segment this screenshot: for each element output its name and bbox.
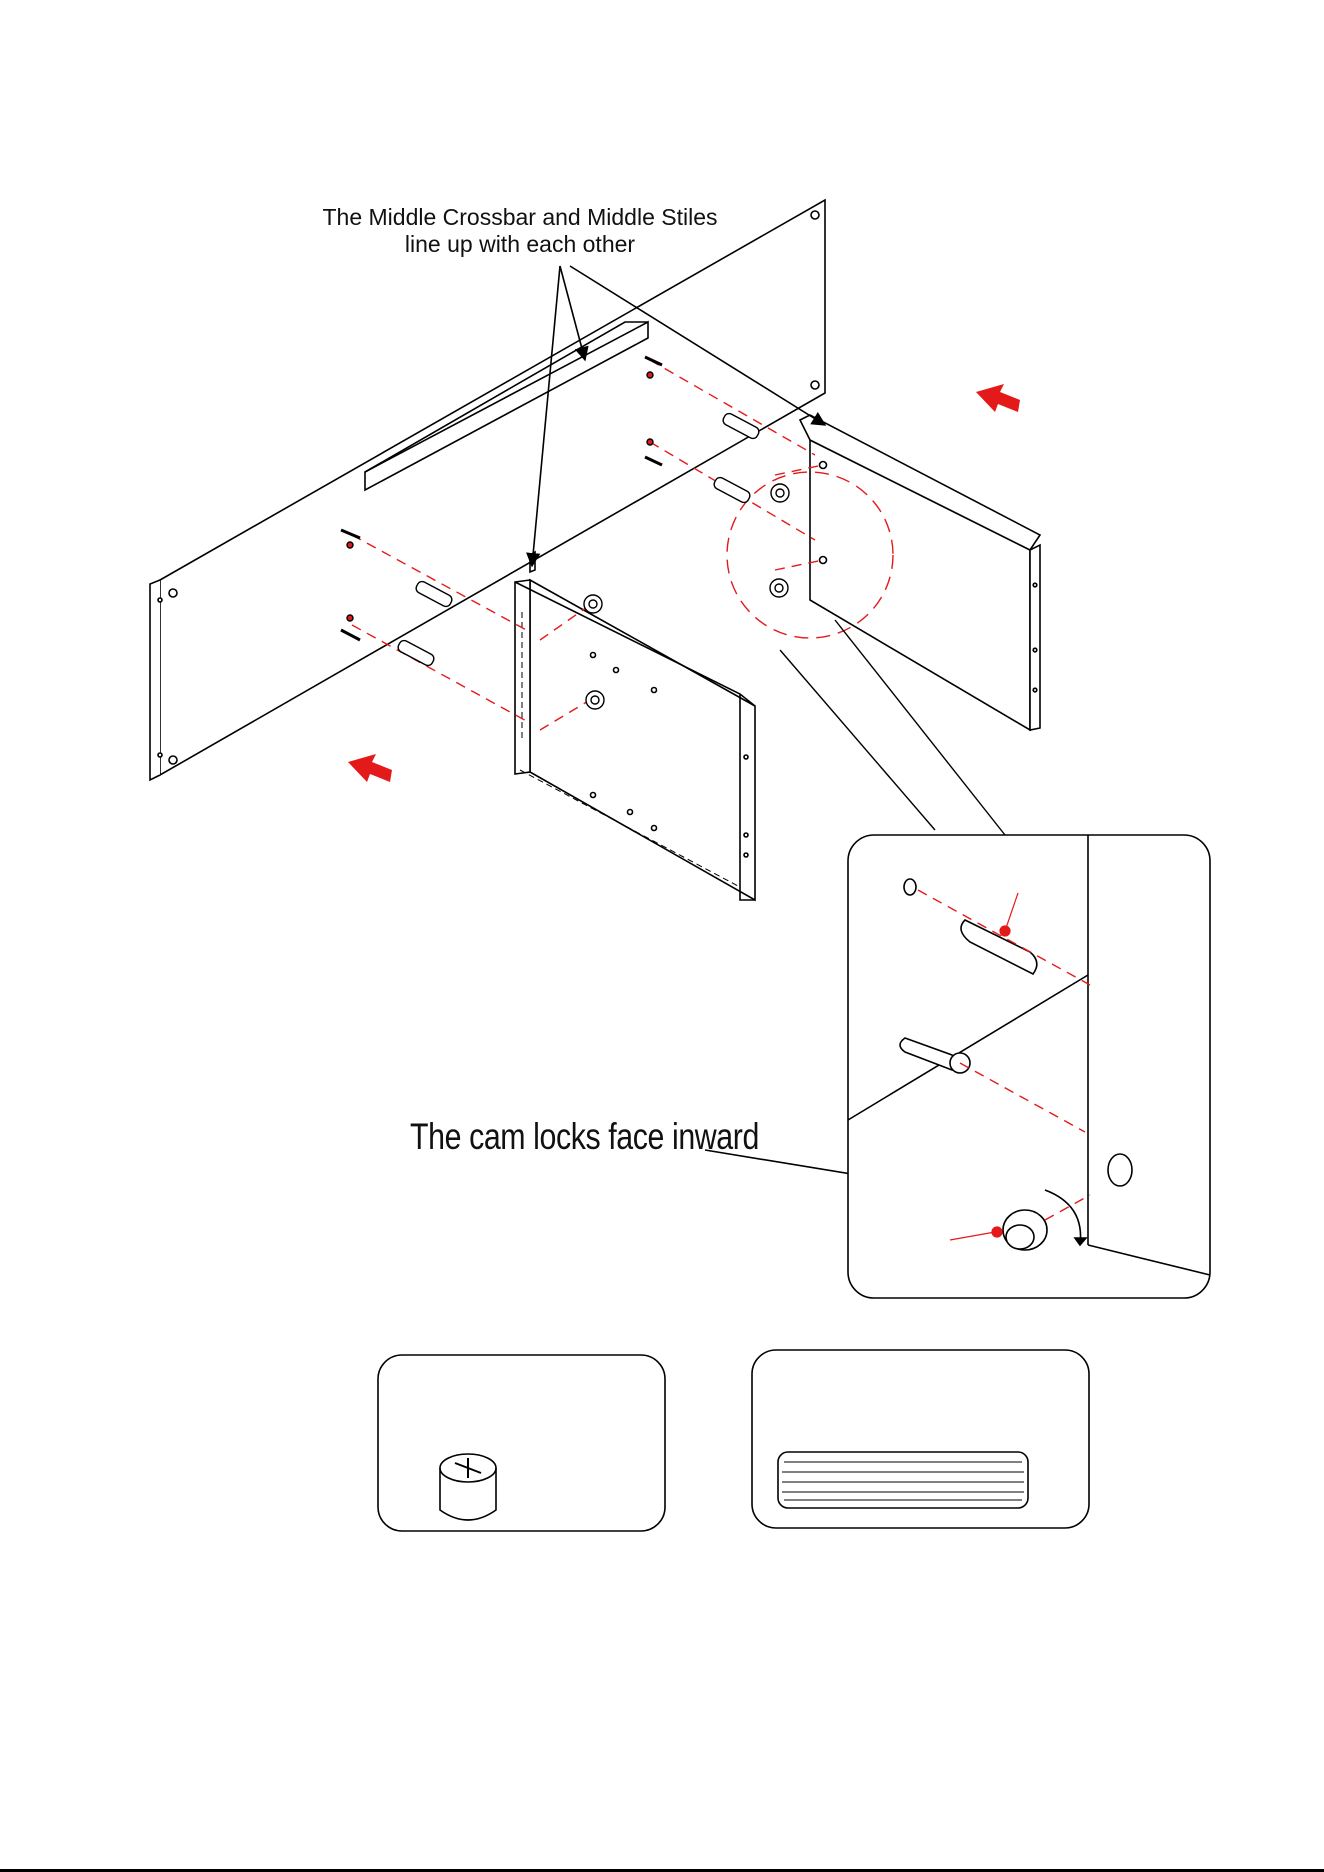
crossbar-annotation: The Middle Crossbar and Middle Stiles li…	[300, 204, 740, 258]
crossbar-annotation-line-2: line up with each other	[300, 231, 740, 258]
middle-stile-left	[515, 552, 755, 900]
crossbar-annotation-line-1: The Middle Crossbar and Middle Stiles	[300, 204, 740, 231]
wood-dowel-icon	[778, 1452, 1028, 1508]
cam-lock-part-box	[378, 1355, 665, 1531]
cam-lock-annotation: The cam locks face inward	[410, 1116, 759, 1158]
side-panel-right	[800, 415, 1040, 730]
zoom-detail-box	[848, 835, 1210, 1298]
dowel-part-box	[752, 1350, 1089, 1528]
